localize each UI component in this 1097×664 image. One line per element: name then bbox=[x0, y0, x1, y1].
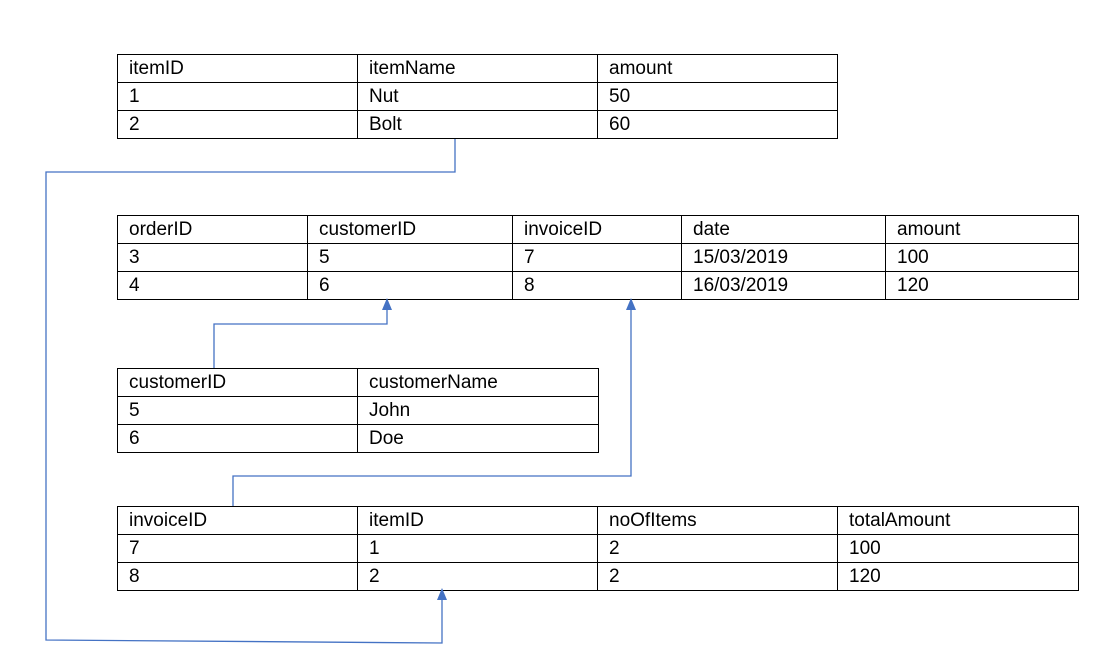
table-cell: 6 bbox=[307, 271, 513, 300]
table-cell: Bolt bbox=[357, 110, 598, 139]
table-cell: John bbox=[357, 396, 599, 425]
table-header-row: invoiceID itemID noOfItems totalAmount bbox=[117, 506, 1079, 535]
table-cell: 120 bbox=[885, 271, 1079, 300]
header-cell: itemName bbox=[357, 54, 598, 83]
items-table: itemID itemName amount 1 Nut 50 2 Bolt 6… bbox=[117, 54, 838, 139]
connector-item-to-invoice-item bbox=[45, 139, 456, 644]
header-cell: noOfItems bbox=[597, 506, 838, 535]
table-cell: 2 bbox=[117, 110, 358, 139]
table-cell: 4 bbox=[117, 271, 308, 300]
table-row: 8 2 2 120 bbox=[117, 562, 1079, 591]
table-header-row: itemID itemName amount bbox=[117, 54, 838, 83]
table-cell: 6 bbox=[117, 424, 358, 453]
header-cell: invoiceID bbox=[117, 506, 358, 535]
arrowhead-icon bbox=[382, 298, 392, 310]
table-cell: 1 bbox=[117, 82, 358, 111]
table-cell: Nut bbox=[357, 82, 598, 111]
table-row: 5 John bbox=[117, 396, 599, 425]
table-cell: 8 bbox=[117, 562, 358, 591]
arrowhead-icon bbox=[437, 588, 447, 600]
header-cell: customerID bbox=[307, 215, 513, 244]
header-cell: itemID bbox=[357, 506, 598, 535]
table-row: 7 1 2 100 bbox=[117, 534, 1079, 563]
header-cell: customerID bbox=[117, 368, 358, 397]
arrowhead-icon bbox=[626, 298, 636, 310]
table-header-row: customerID customerName bbox=[117, 368, 599, 397]
table-row: 2 Bolt 60 bbox=[117, 110, 838, 139]
header-cell: amount bbox=[885, 215, 1079, 244]
connector-customer-to-order bbox=[213, 307, 388, 368]
connector-invoice-to-order bbox=[232, 307, 632, 506]
invoices-table: invoiceID itemID noOfItems totalAmount 7… bbox=[117, 506, 1079, 591]
customers-table: customerID customerName 5 John 6 Doe bbox=[117, 368, 599, 453]
table-cell: 2 bbox=[357, 562, 598, 591]
table-row: 1 Nut 50 bbox=[117, 82, 838, 111]
table-row: 6 Doe bbox=[117, 424, 599, 453]
table-row: 4 6 8 16/03/2019 120 bbox=[117, 271, 1079, 300]
table-cell: Doe bbox=[357, 424, 599, 453]
table-cell: 7 bbox=[512, 243, 682, 272]
table-cell: 8 bbox=[512, 271, 682, 300]
table-cell: 16/03/2019 bbox=[681, 271, 886, 300]
header-cell: customerName bbox=[357, 368, 599, 397]
table-cell: 1 bbox=[357, 534, 598, 563]
table-cell: 120 bbox=[837, 562, 1079, 591]
table-cell: 2 bbox=[597, 534, 838, 563]
header-cell: itemID bbox=[117, 54, 358, 83]
table-cell: 60 bbox=[597, 110, 838, 139]
table-row: 3 5 7 15/03/2019 100 bbox=[117, 243, 1079, 272]
orders-table: orderID customerID invoiceID date amount… bbox=[117, 215, 1079, 300]
